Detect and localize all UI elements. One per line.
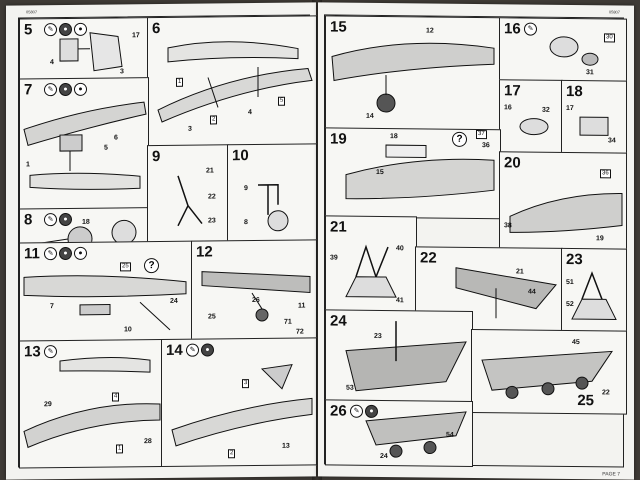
part-label: 31: [586, 69, 594, 77]
part-box: 2: [210, 115, 218, 125]
step-19: 19 ? 18 15 36 37: [325, 127, 501, 220]
part-label: 51: [566, 278, 574, 287]
part-box: 5: [278, 96, 286, 106]
part-label: 1: [26, 161, 30, 169]
part-label: 23: [208, 217, 216, 225]
part-label: 17: [566, 104, 574, 113]
part-label: 3: [188, 125, 192, 133]
right-page-footer: PAGE 7: [602, 471, 620, 478]
part-label: 23: [374, 332, 382, 341]
part-label: 6: [114, 134, 118, 142]
part-label: 19: [596, 235, 604, 243]
step-24: 24 23 53: [325, 309, 473, 403]
part-label: 5: [104, 144, 108, 152]
part-label: 21: [206, 167, 214, 175]
part-label: 54: [446, 431, 454, 439]
part-label: 53: [346, 384, 354, 392]
part-label: 17: [132, 32, 140, 40]
part-label: 4: [50, 59, 54, 67]
right-page: 05807 PAGE 7 15 12 14 16 ✎ 30 31: [318, 2, 634, 480]
part-label: 13: [282, 442, 290, 450]
part-label: 71: [284, 318, 292, 326]
part-box: 1: [116, 444, 124, 454]
part-label: 14: [366, 112, 374, 120]
part-label: 22: [602, 389, 610, 397]
step-16: 16 ✎ 30 31: [499, 17, 627, 83]
left-page-header: 05807: [26, 9, 38, 15]
step-10: 10 8 9: [227, 143, 317, 243]
part-label: 38: [504, 222, 512, 230]
part-label: 25: [208, 313, 216, 321]
part-label: 26: [252, 296, 260, 305]
part-label: 45: [572, 339, 580, 347]
part-label: 3: [120, 68, 124, 76]
step-25: 25 45 22: [471, 328, 627, 415]
step-21: 21 39 40 41: [325, 215, 417, 313]
part-label: 72: [296, 328, 304, 336]
step-9: 9 21 22 23: [147, 144, 229, 244]
step-14: 14 ✎● 2 13 3: [161, 337, 317, 467]
step-6: 6 1 2 3 4 5: [147, 15, 317, 148]
part-label: 15: [376, 168, 384, 177]
part-label: 10: [124, 326, 132, 334]
part-label: 4: [248, 109, 252, 117]
part-label: 18: [82, 218, 90, 226]
step-11: 11 ✎●● ? 7 10 24 25: [19, 240, 193, 343]
part-label: 11: [298, 302, 306, 310]
step-20: 20 38 19 36: [499, 151, 627, 251]
step-15: 15 12 14: [325, 15, 501, 132]
step-22: 22 21 44: [415, 246, 563, 332]
part-label: 7: [50, 303, 54, 311]
part-label: 18: [390, 133, 398, 141]
part-label: 40: [396, 245, 404, 253]
part-label: 12: [426, 27, 434, 35]
part-label: 28: [144, 438, 152, 446]
part-box: 3: [242, 379, 250, 389]
part-label: 34: [608, 137, 616, 145]
part-box: 2: [228, 449, 236, 459]
step-5: 5 ✎●● 4 3 17: [19, 17, 149, 81]
part-box: 37: [476, 130, 487, 140]
part-label: 29: [44, 401, 52, 409]
step-17: 17 16 32: [499, 79, 563, 154]
step-26: 26 ✎● 24 54: [325, 399, 473, 467]
part-label: 52: [566, 300, 574, 309]
part-label: 39: [330, 254, 338, 262]
step-23: 23 51 52: [561, 247, 627, 333]
part-label: 21: [516, 268, 524, 276]
part-label: 44: [528, 288, 536, 296]
step-13: 13 ✎ 4 1 28 29: [19, 338, 163, 469]
part-label: 24: [170, 297, 178, 305]
question-mark-icon: ?: [144, 258, 159, 274]
left-page: 05807 5 ✎●● 4 3 17 6 1 2: [6, 2, 317, 480]
part-box: 25: [120, 262, 131, 272]
step-18: 18 17 34: [561, 79, 627, 155]
part-label: 9: [244, 185, 248, 193]
right-page-header: 05807: [608, 9, 620, 15]
book-spine: [312, 0, 322, 480]
right-page-frame: 15 12 14 16 ✎ 30 31 17 1: [324, 14, 627, 468]
part-box: 4: [112, 392, 120, 402]
part-label: 36: [482, 142, 490, 150]
step-12: 12 25 26 11 71 72: [191, 239, 317, 341]
question-mark-icon: ?: [452, 131, 467, 147]
part-label: 24: [380, 452, 388, 461]
part-label: 32: [542, 106, 550, 114]
part-label: 41: [396, 297, 404, 305]
left-page-frame: 5 ✎●● 4 3 17 6 1 2 3 4 5: [18, 14, 317, 469]
part-box: 1: [176, 77, 184, 87]
step-7: 7 ✎●● 1 5 6: [19, 77, 149, 211]
part-box: 30: [604, 33, 615, 43]
part-box: 36: [600, 169, 611, 179]
part-label: 22: [208, 193, 216, 201]
part-label: 8: [244, 219, 248, 227]
part-label: 16: [504, 104, 512, 112]
